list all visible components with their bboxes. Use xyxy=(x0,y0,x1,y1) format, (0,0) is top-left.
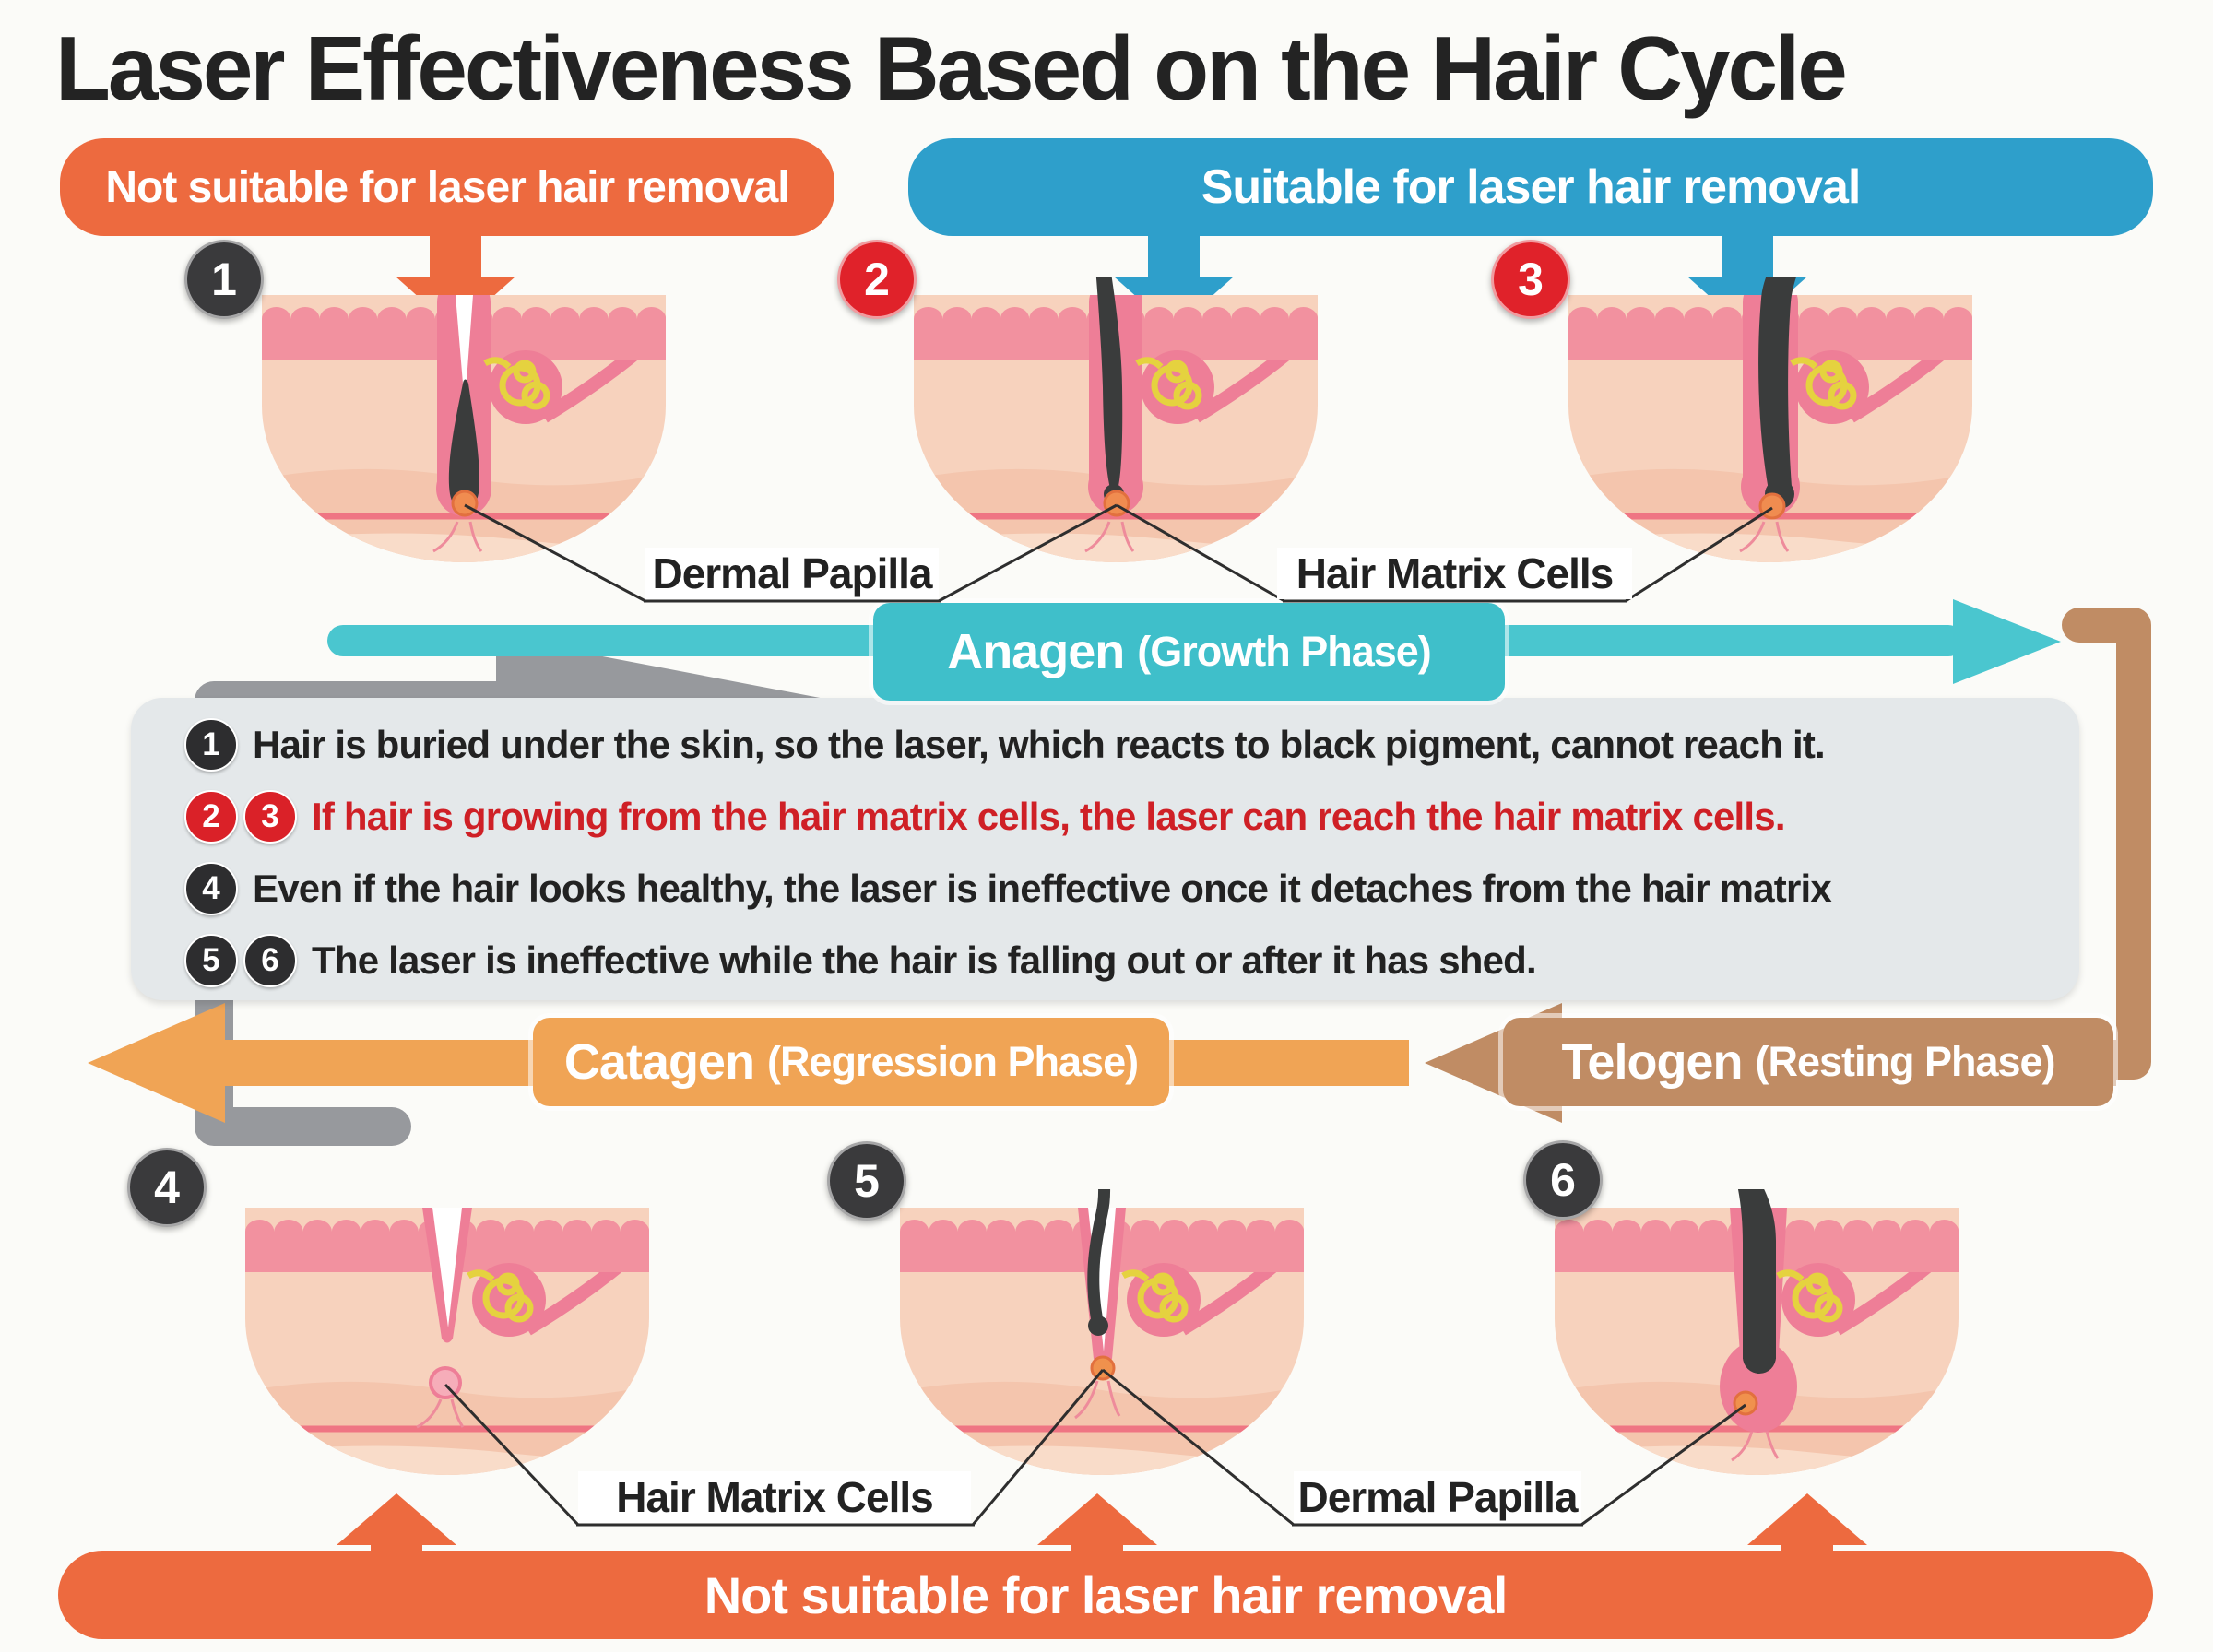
up-arrow-middle-icon xyxy=(1037,1493,1157,1560)
note-row-4: 5 6 The laser is ineffective while the h… xyxy=(184,925,2079,997)
anagen-phase-label: Anagen (Growth Phase) xyxy=(873,603,1505,701)
catagen-name: Catagen xyxy=(563,1034,755,1090)
sebaceous-gland-icon xyxy=(483,350,562,424)
sebaceous-gland-icon xyxy=(1121,1263,1201,1337)
note-badge-3: 3 xyxy=(243,790,297,844)
label-dermal-papilla-bottom: Dermal Papilla xyxy=(1294,1471,1581,1523)
stage-badge-5: 5 xyxy=(827,1141,906,1221)
telogen-qualifier: (Resting Phase) xyxy=(1755,1038,2055,1085)
sebaceous-gland-icon xyxy=(1776,1263,1855,1337)
note-row-3: 4 Even if the hair looks healthy, the la… xyxy=(184,853,2079,925)
notes-box: 1 Hair is buried under the skin, so the … xyxy=(131,698,2079,1000)
label-dermal-papilla-top: Dermal Papilla xyxy=(645,548,939,599)
banner-not-suitable-top: Not suitable for laser hair removal xyxy=(60,138,834,236)
follicle-illustration-stage6 xyxy=(1555,1189,1959,1475)
note-text-1: Hair is buried under the skin, so the la… xyxy=(253,723,1826,766)
stage-badge-6: 6 xyxy=(1523,1140,1603,1220)
label-hair-matrix-cells-top: Hair Matrix Cells xyxy=(1277,548,1632,599)
up-arrow-left-icon xyxy=(337,1493,456,1560)
banner-not-suitable-bottom-label: Not suitable for laser hair removal xyxy=(704,1565,1509,1624)
follicle-illustration-stage1 xyxy=(262,295,666,562)
note-text-4: The laser is ineffective while the hair … xyxy=(312,938,1537,982)
note-badge-6: 6 xyxy=(243,934,297,987)
banner-not-suitable-top-label: Not suitable for laser hair removal xyxy=(105,162,789,212)
telogen-name: Telogen xyxy=(1561,1034,1743,1090)
sebaceous-gland-icon xyxy=(1135,350,1214,424)
stage-badge-3: 3 xyxy=(1491,240,1570,319)
note-row-1: 1 Hair is buried under the skin, so the … xyxy=(184,709,2079,781)
banner-suitable-top-label: Suitable for laser hair removal xyxy=(1201,160,1862,214)
stage-badge-1: 1 xyxy=(184,240,264,319)
stage-badge-4: 4 xyxy=(127,1148,207,1227)
label-hair-matrix-cells-bottom: Hair Matrix Cells xyxy=(578,1471,971,1523)
note-badge-5: 5 xyxy=(184,934,238,987)
anagen-name: Anagen xyxy=(947,624,1125,679)
shedding-hair-icon xyxy=(1087,1189,1111,1336)
telogen-phase-label: Telogen (Resting Phase) xyxy=(1503,1018,2113,1106)
note-badge-1: 1 xyxy=(184,718,238,772)
sebaceous-gland-icon xyxy=(467,1263,546,1337)
note-text-2: If hair is growing from the hair matrix … xyxy=(312,795,1786,838)
note-row-2: 2 3 If hair is growing from the hair mat… xyxy=(184,781,2079,853)
anagen-to-telogen-connector-icon xyxy=(2062,608,2151,1080)
sebaceous-gland-icon xyxy=(1790,350,1869,424)
note-badge-2: 2 xyxy=(184,790,238,844)
banner-not-suitable-bottom: Not suitable for laser hair removal xyxy=(58,1551,2153,1639)
page-title: Laser Effectiveness Based on the Hair Cy… xyxy=(55,18,1848,119)
club-hair-icon xyxy=(1737,1189,1776,1374)
banner-suitable-top: Suitable for laser hair removal xyxy=(908,138,2153,236)
anagen-qualifier: (Growth Phase) xyxy=(1137,628,1432,675)
follicle-illustration-stage5 xyxy=(900,1189,1304,1475)
follicle-illustration-stage4 xyxy=(245,1208,649,1475)
up-arrow-right-icon xyxy=(1747,1493,1867,1560)
follicle-illustration-stage2 xyxy=(914,277,1318,562)
stage-badge-2: 2 xyxy=(837,240,917,319)
catagen-qualifier: (Regression Phase) xyxy=(766,1038,1139,1085)
note-badge-4: 4 xyxy=(184,862,238,915)
note-text-3: Even if the hair looks healthy, the lase… xyxy=(253,867,1832,910)
follicle-illustration-stage3 xyxy=(1568,277,1972,562)
buried-hair-icon xyxy=(448,379,479,511)
hair-matrix-cells-icon xyxy=(429,1366,462,1399)
catagen-phase-label: Catagen (Regression Phase) xyxy=(533,1018,1169,1106)
